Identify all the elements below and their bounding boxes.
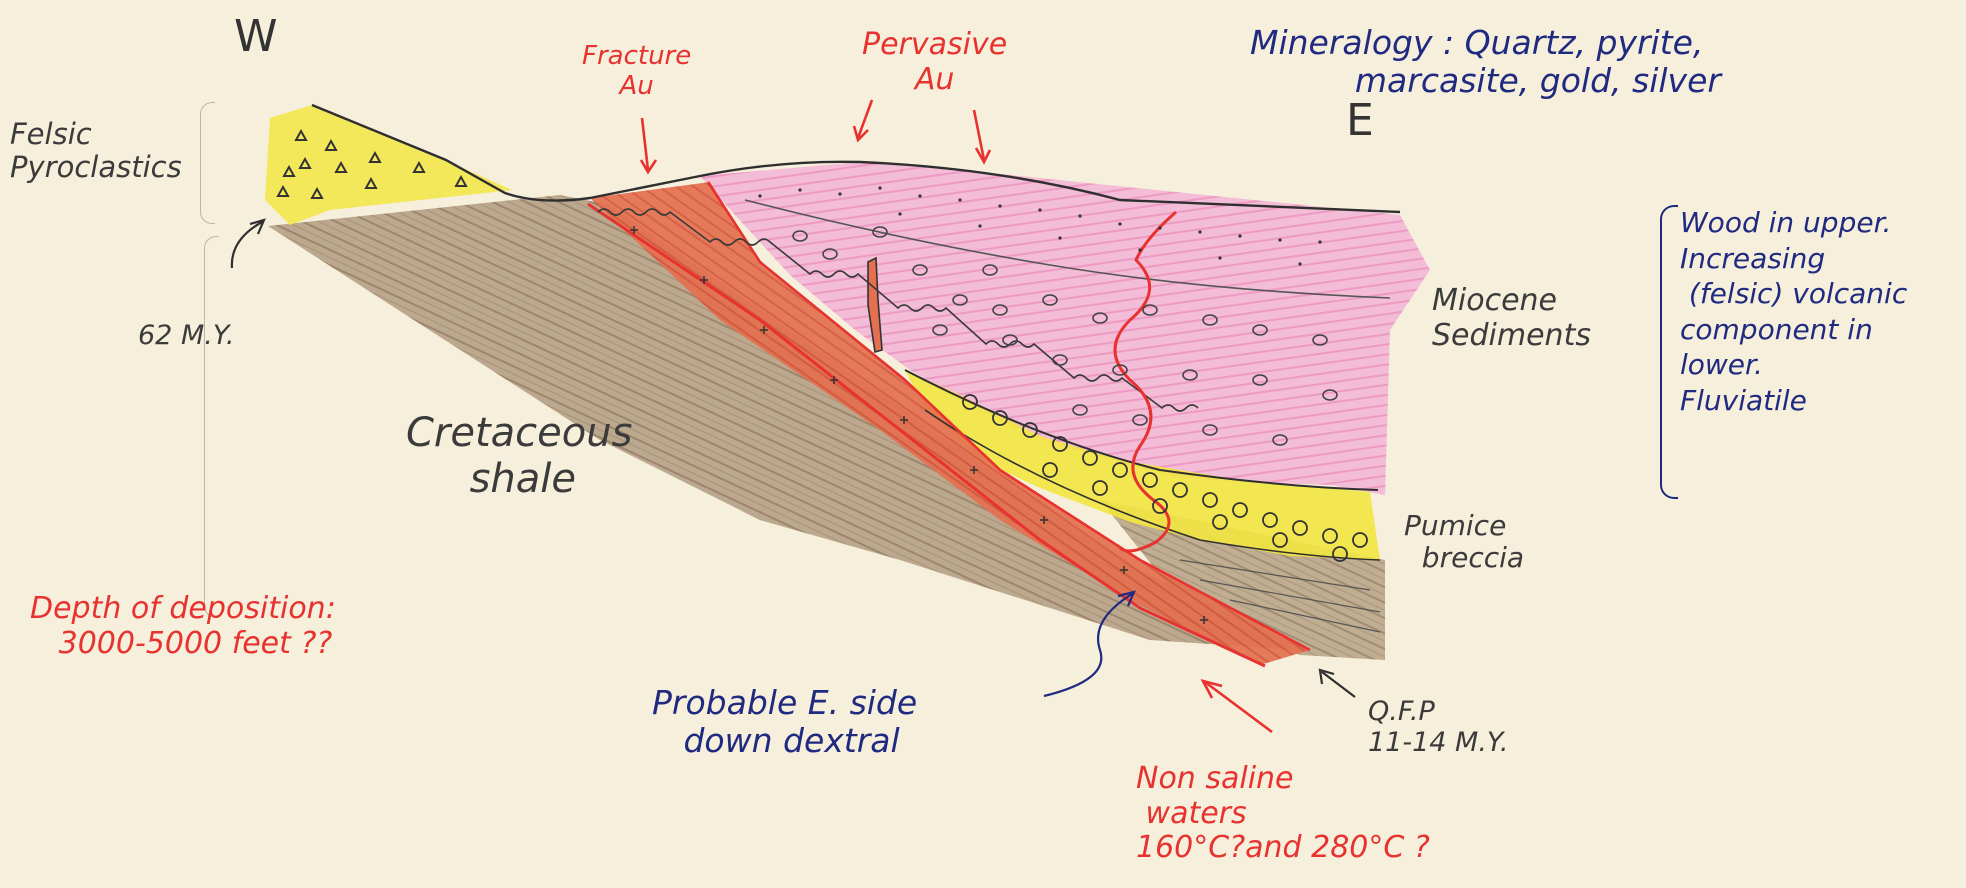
age-62-label: 62 M.Y. <box>138 320 234 351</box>
miocene-notes-bracket <box>1660 205 1678 499</box>
waters-label: Non saline waters 160°C?and 280°C ? <box>1136 762 1430 866</box>
probable-fault-label: Probable E. side down dextral <box>652 684 917 760</box>
qfp-label: Q.F.P 11-14 M.Y. <box>1368 696 1509 758</box>
shale-bracket <box>204 236 219 618</box>
mineralogy-label: Mineralogy : Quartz, pyrite, marcasite, … <box>1250 24 1721 100</box>
felsic-pyroclastics-label: Felsic Pyroclastics <box>10 118 182 185</box>
miocene-notes-label: Wood in upper. Increasing (felsic) volca… <box>1680 205 1907 418</box>
pervasive-au-label: Pervasive Au <box>862 28 1007 97</box>
pumice-breccia-label: Pumice breccia <box>1404 510 1524 574</box>
felsic-bracket <box>200 102 215 224</box>
east-label: E <box>1346 96 1374 147</box>
cretaceous-shale-label: Cretaceous shale <box>406 410 632 502</box>
west-label: W <box>234 12 278 63</box>
miocene-sediments-label: Miocene Sediments <box>1432 284 1591 353</box>
depth-of-deposition-label: Depth of deposition: 3000-5000 feet ?? <box>30 592 336 661</box>
fracture-au-label: Fracture Au <box>582 42 691 102</box>
